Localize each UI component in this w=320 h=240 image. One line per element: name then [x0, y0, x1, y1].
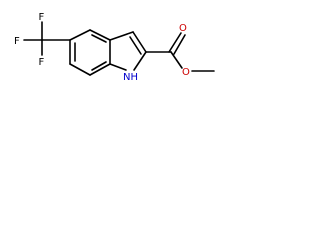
bond-carbonyl-double-2 — [173, 34, 186, 55]
atom-f-bottom: F — [39, 57, 45, 68]
bond-ring-c5-c4 — [69, 29, 91, 41]
bond-carbonyl-c-o-ester — [170, 51, 183, 69]
bond-ring-c7a-c7 — [89, 63, 111, 76]
bond-c3-c2 — [132, 31, 147, 53]
bond-ring-c7-c6 — [69, 63, 91, 76]
bond-ring-c4-c3a — [89, 29, 111, 41]
bond-ring-double-c7a-c7 — [91, 61, 107, 71]
atom-nh: NH — [123, 72, 138, 83]
bond-ring-double-c4-c3a — [91, 34, 107, 43]
bond-c3a-c3 — [109, 31, 134, 41]
bond-c3-c2-double — [129, 36, 142, 55]
molecule-structure-diagram: F F F NH O O — [14, 12, 215, 83]
atom-o-carbonyl: O — [179, 23, 187, 34]
bond-c2-n1 — [133, 51, 147, 71]
bond-n1-c7a — [109, 63, 127, 71]
atom-f-top: F — [39, 12, 45, 23]
atom-f-left: F — [14, 36, 20, 47]
bond-carbonyl-double-1 — [168, 32, 182, 53]
atom-o-ester: O — [182, 67, 190, 78]
